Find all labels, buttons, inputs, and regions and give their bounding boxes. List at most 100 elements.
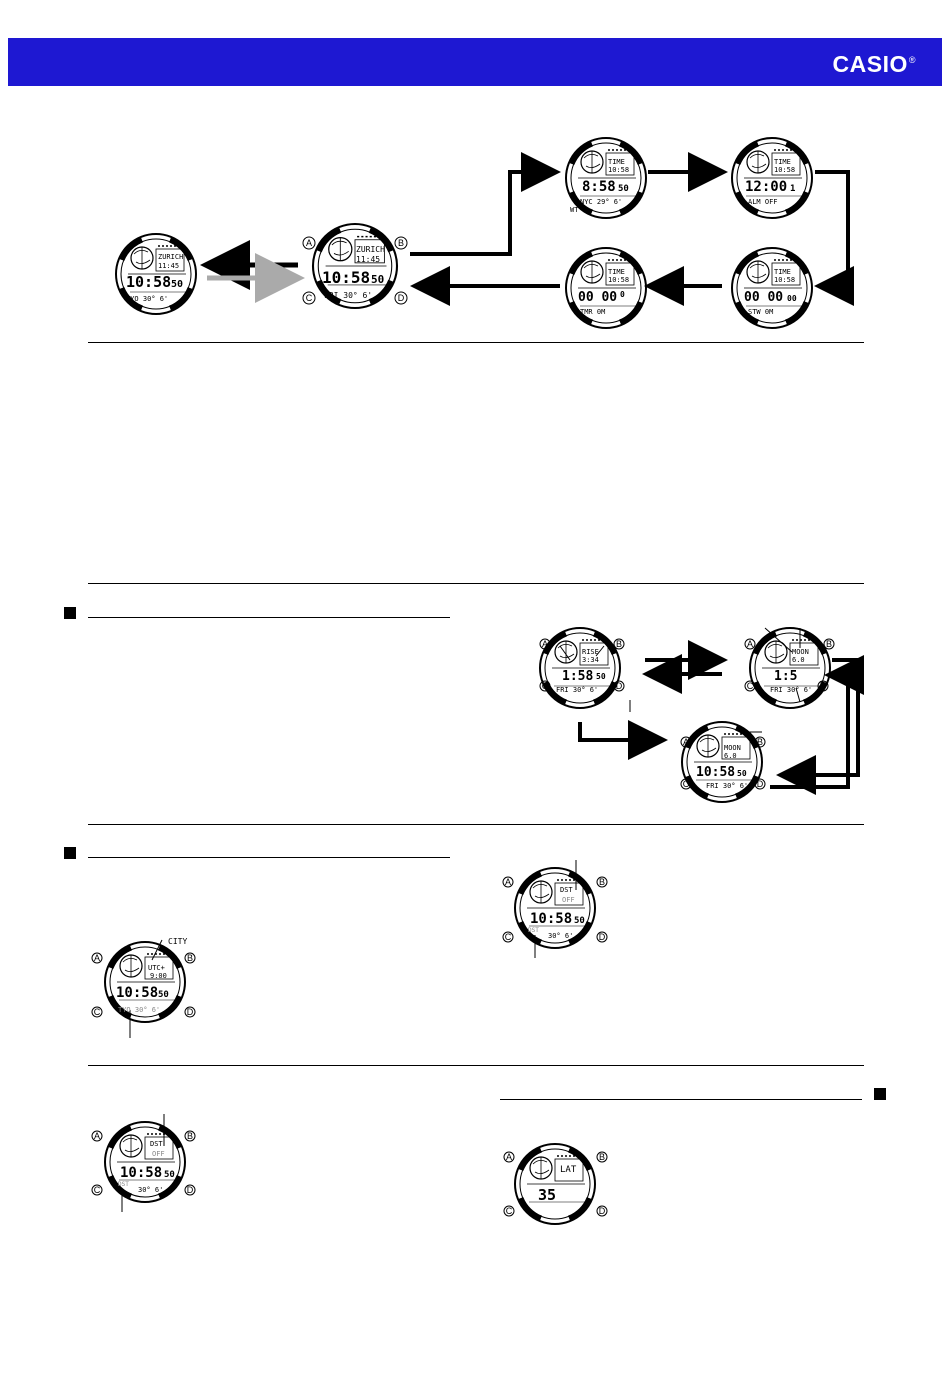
lcd-alarm: TIME 10:58 12:00 1 ALM OFF (745, 158, 795, 206)
arrow-alarm-to-stopwatch (814, 170, 854, 306)
lcd-sec: 50 (171, 279, 183, 290)
btn-c-label: C (505, 932, 512, 942)
lcd-bottom: TMR 0M (580, 308, 605, 316)
lcd-line1: MOON (792, 648, 809, 656)
rule-2 (88, 583, 864, 584)
rule-3 (88, 617, 450, 618)
pointer-city (151, 939, 163, 961)
lcd-line2: 10:58 (774, 276, 795, 284)
buttons-dst: A B C D (502, 876, 608, 943)
btn-c-label: C (683, 779, 690, 789)
lcd-moon-age: MOON 6.0 10:58 50 FRI 30° 6' (696, 744, 748, 790)
lcd-bottom: STW 0M (748, 308, 773, 316)
btn-d-label: D (616, 681, 623, 691)
lcd-line2: 10:58 (608, 276, 629, 284)
lcd-bottom: FRI 30° 6' (770, 686, 812, 694)
buttons-city: A B C D (91, 952, 196, 1018)
btn-a-label: A (306, 238, 312, 248)
btn-a-label: A (747, 639, 753, 649)
btn-b-label: B (187, 953, 193, 963)
watch-timer (566, 248, 646, 328)
btn-c-label: C (506, 1206, 513, 1216)
watch-lat-setting (515, 1144, 595, 1224)
rule-4 (88, 824, 864, 825)
btn-d-label: D (820, 681, 827, 691)
lcd-sec: 50 (371, 273, 384, 286)
lcd-dst-flag: DST (118, 1181, 129, 1188)
lcd-sec: 50 (737, 769, 747, 778)
lcd-line1: MOON (724, 744, 741, 752)
btn-a-label: A (505, 877, 511, 887)
btn-a-label: A (683, 737, 689, 747)
section-bullet-3 (874, 1088, 886, 1100)
lcd-zurich: ZURICH 11:45 10:58 50 TYO 30° 6' (126, 253, 183, 303)
lcd-line1: TIME (774, 268, 791, 276)
pointer-4 (764, 627, 793, 653)
lcd-bottom: FRI 30° 6' (324, 291, 372, 300)
lcd-sunrise: RISE 3:34 1:58 50 FRI 30° 6' (556, 648, 606, 694)
lcd-line2: 11:45 (158, 262, 179, 270)
rule-1 (88, 342, 864, 343)
section-bullet-1 (64, 607, 76, 619)
annotation-city: CITY (168, 937, 187, 946)
lcd-timer: TIME 10:58 00 00 0 TMR 0M (578, 268, 629, 316)
arrow-sunrise-to-age (578, 720, 668, 760)
lcd-line1: DST (560, 886, 573, 894)
btn-c-label: C (94, 1185, 101, 1195)
btn-d-label: D (599, 1206, 606, 1216)
rule-6 (88, 1065, 864, 1066)
lcd-zurich-main: ZURICH 11:45 10:58 50 FRI 30° 6' (322, 245, 385, 300)
lcd-sec: 50 (596, 672, 606, 681)
watch-moon-age (682, 722, 762, 802)
buttons-lat: A B C D (503, 1151, 608, 1217)
rule-5 (88, 857, 450, 858)
pointer-6 (795, 687, 801, 703)
lcd-time: 10:58 (116, 985, 158, 1001)
lcd-time: 10:58 (120, 1165, 162, 1181)
lcd-time: 8:58 (582, 179, 616, 195)
lcd-line2: 10:58 (608, 166, 629, 174)
lcd-line2: OFF (562, 896, 575, 904)
lcd-time: 00 00 (578, 290, 617, 305)
buttons-main: A B C D (302, 236, 408, 305)
lcd-bottom: 30° 6' (138, 1186, 163, 1194)
btn-d-label: D (599, 932, 606, 942)
lcd-sec: 50 (164, 1170, 175, 1180)
btn-b-label: B (616, 639, 622, 649)
btn-a-label: A (542, 639, 548, 649)
lcd-bottom: FRI 30° 6' (556, 686, 598, 694)
btn-c-label: C (94, 1007, 101, 1017)
btn-c-label: C (306, 293, 313, 303)
lcd-line1: UTC+ (148, 964, 165, 972)
btn-d-label: D (398, 293, 405, 303)
btn-b-label: B (826, 639, 832, 649)
buttons-moon: A B C D (744, 638, 835, 692)
btn-a-label: A (94, 1131, 100, 1141)
lcd-city: CITY UTC+ 9:00 10:58 50 TYO 30° 6' (116, 937, 187, 1014)
lcd-sec: 1 (790, 184, 795, 194)
lcd-line1: RISE (582, 648, 599, 656)
lcd-bottom: TYO 30° 6' (126, 295, 168, 303)
lcd-time: 1:58 (562, 669, 593, 684)
lcd-sec: 50 (158, 990, 169, 1000)
arrow-age-to-moon (770, 655, 864, 789)
btn-c-label: C (542, 681, 549, 691)
lcd-line1: TIME (774, 158, 791, 166)
lcd-bottom: ALM OFF (748, 198, 778, 206)
lcd-dst-flag: DST (528, 927, 539, 934)
pointer-1 (559, 645, 571, 661)
watch-stopwatch (732, 248, 812, 328)
btn-b-label: B (757, 737, 763, 747)
lcd-time: 00 00 (744, 290, 783, 305)
lcd-lat: LAT 35 (538, 1165, 577, 1204)
lcd-time: 10:58 (322, 268, 370, 287)
btn-b-label: B (398, 238, 404, 248)
lcd-line2: OFF (152, 1150, 165, 1158)
watch-alarm (732, 138, 812, 218)
lcd-sec: 50 (574, 916, 585, 926)
lcd-bottom: TYO 30° 6' (118, 1006, 160, 1014)
watch-sunrise (540, 628, 620, 708)
lcd-line2: 3:34 (582, 656, 599, 664)
section-bullet-2 (64, 847, 76, 859)
